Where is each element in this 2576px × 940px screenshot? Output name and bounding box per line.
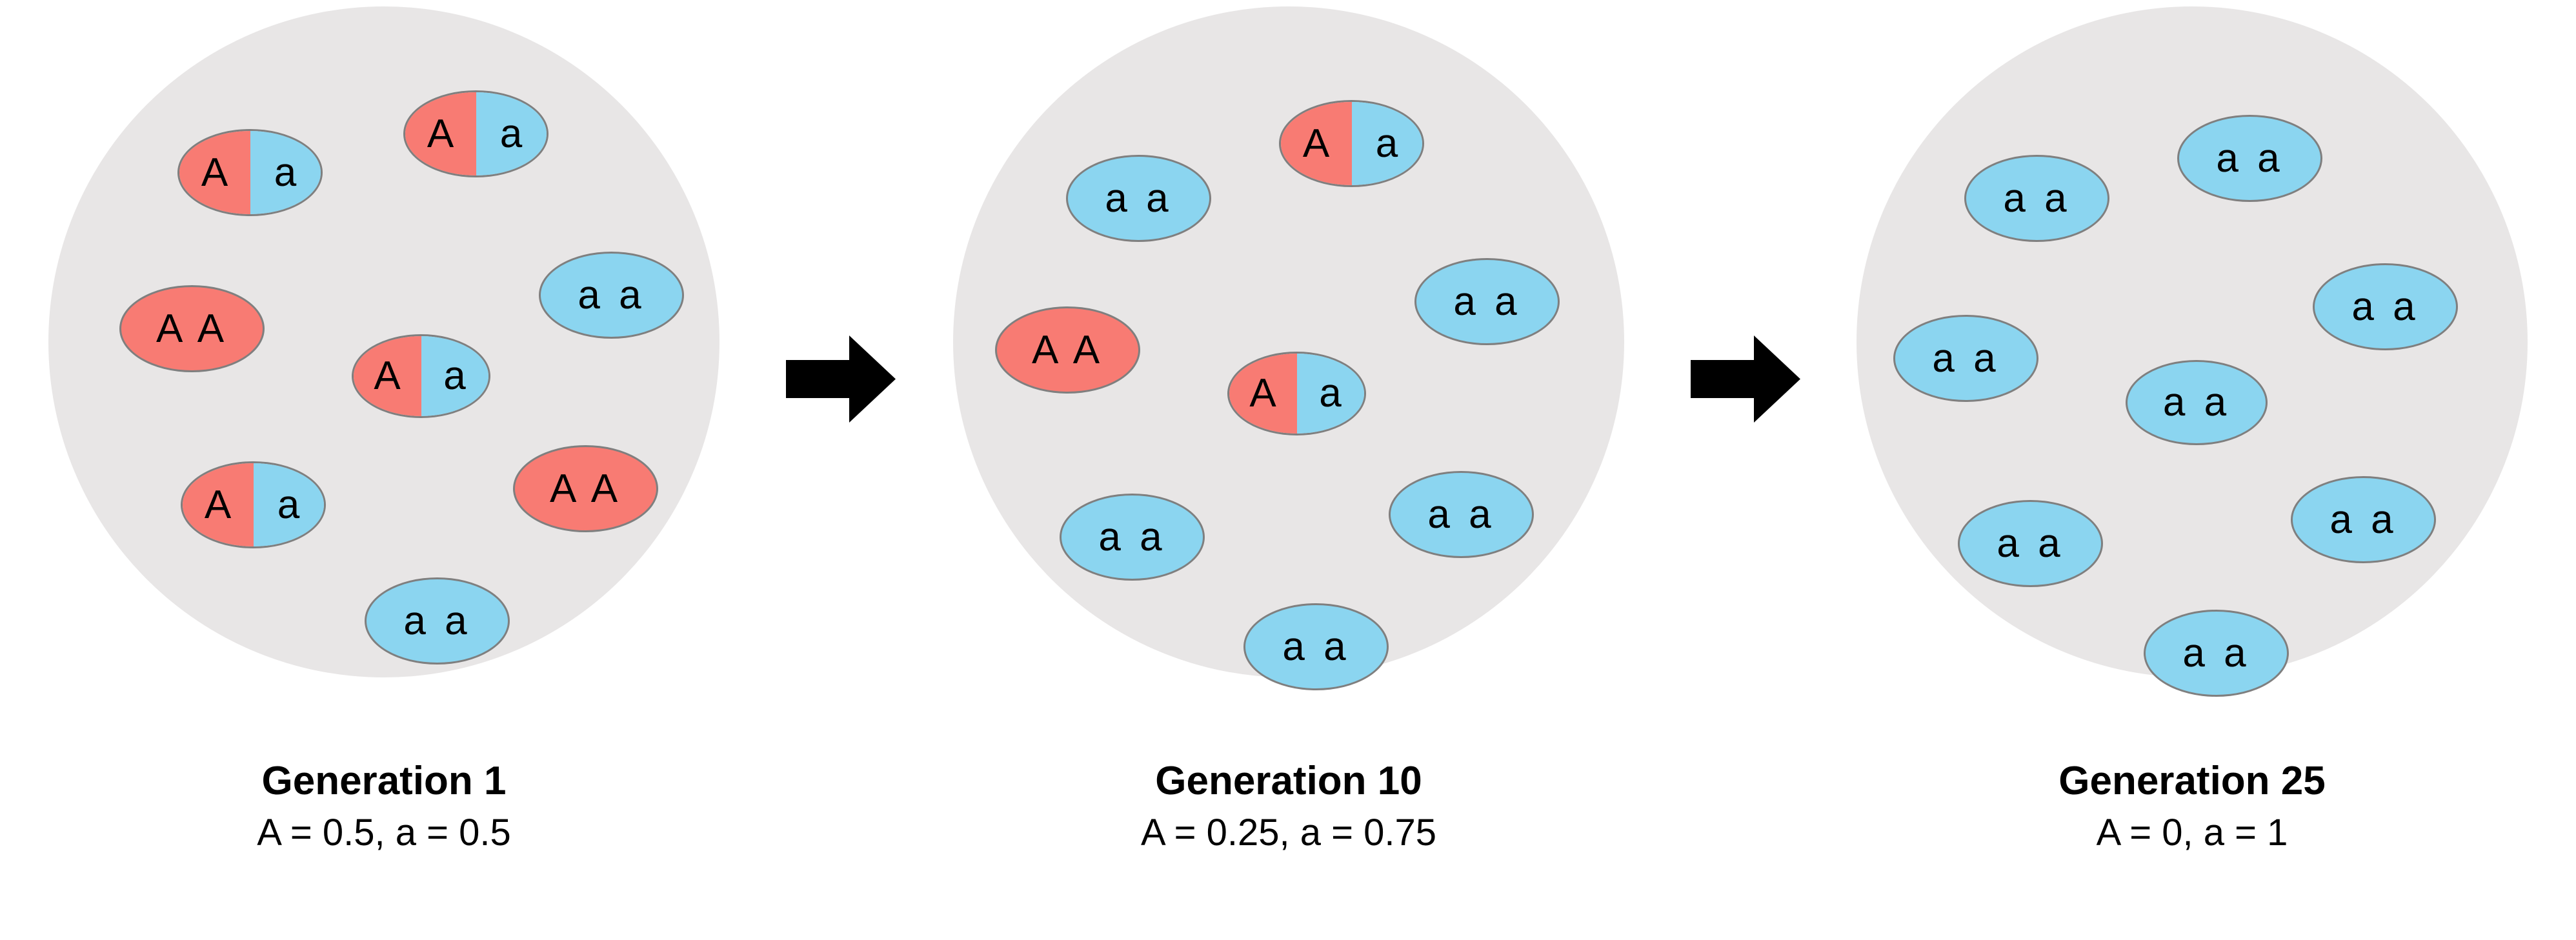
- generation-title: Generation 10: [1155, 759, 1422, 803]
- genotype-label: a a: [578, 272, 645, 317]
- genotype-label: a a: [1282, 624, 1350, 669]
- genotype-label: a a: [1932, 335, 2000, 381]
- individual-aa: a a: [1243, 603, 1389, 690]
- genotype-label: a a: [1427, 492, 1495, 537]
- individual-aa: a a: [1066, 155, 1211, 242]
- individual-aa: a a: [1964, 155, 2109, 242]
- genotype-label: A A: [156, 306, 228, 351]
- genotype-label: a a: [403, 598, 471, 643]
- generation-allele-frequencies: A = 0, a = 1: [2096, 812, 2288, 854]
- individual-aa: A A: [995, 306, 1140, 394]
- individual-aa: a a: [1958, 500, 2103, 587]
- individual-aa: a a: [2177, 115, 2322, 202]
- individual-aa: A A: [119, 285, 265, 372]
- population-panel-generation-25: a a a a a a a a a a a a a a a a Generation 25 A…: [1821, 0, 2563, 940]
- individual-aa: a a: [1893, 315, 2038, 402]
- genotype-label: a a: [2182, 630, 2250, 675]
- genotype-label: a a: [1105, 175, 1172, 221]
- caption-generation-10: Generation 10 A = 0.25, a = 0.75: [918, 760, 1660, 853]
- caption-generation-1: Generation 1 A = 0.5, a = 0.5: [13, 760, 755, 853]
- genotype-label: a a: [2162, 380, 2231, 425]
- arrow-gen1-to-gen10-icon: [786, 335, 896, 423]
- caption-generation-25: Generation 25 A = 0, a = 1: [1821, 760, 2563, 853]
- genotype-label: a a: [2003, 175, 2071, 221]
- generation-allele-frequencies: A = 0.25, a = 0.75: [1141, 812, 1436, 854]
- genotype-label: a a: [2329, 497, 2397, 542]
- generation-title: Generation 1: [261, 759, 507, 803]
- genotype-label: a a: [2216, 135, 2284, 181]
- generation-allele-frequencies: A = 0.5, a = 0.5: [257, 812, 511, 854]
- individual-aa: A A: [513, 445, 658, 532]
- genotype-label: A A: [1031, 327, 1104, 372]
- arrow-gen10-to-gen25-icon: [1691, 335, 1800, 423]
- genotype-label: a a: [2351, 284, 2419, 329]
- genotype-label: a a: [1997, 521, 2064, 566]
- individual-aa: a a: [2291, 476, 2436, 563]
- allele-label-left: A: [405, 92, 476, 175]
- individual-aa: a a: [1060, 494, 1205, 581]
- generation-title: Generation 25: [2058, 759, 2326, 803]
- genotype-label: A A: [549, 466, 622, 511]
- individual-aa: a a: [2126, 360, 2268, 445]
- individual-aa: a a: [1389, 471, 1534, 558]
- individual-aa: a a: [365, 577, 510, 665]
- genotype-label: a a: [1453, 279, 1521, 324]
- individual-aa: a a: [539, 252, 684, 339]
- genotype-label: a a: [1098, 514, 1166, 559]
- individual-aa: a a: [1414, 258, 1560, 345]
- individual-aa: a a: [2144, 610, 2289, 697]
- individual-aa: a a: [2313, 263, 2458, 350]
